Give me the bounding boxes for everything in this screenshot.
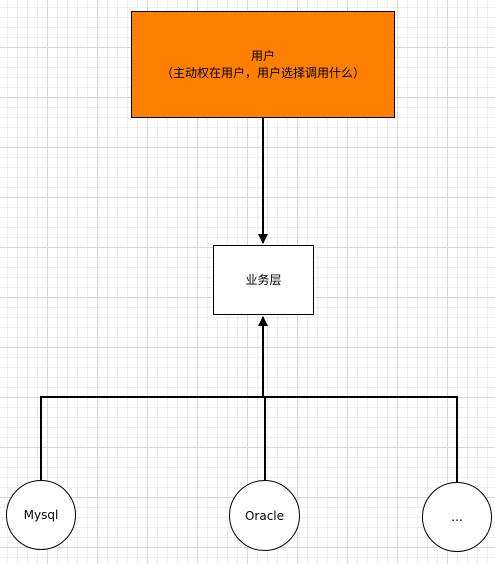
mysql-label: Mysql — [23, 508, 59, 522]
service-layer-label: 业务层 — [245, 272, 282, 287]
mysql-connector — [40, 396, 263, 480]
service-layer-node[interactable]: 业务层 — [213, 245, 314, 315]
mysql-node[interactable]: Mysql — [6, 480, 76, 550]
more-databases-label: ... — [451, 510, 463, 524]
more-connector — [263, 396, 458, 482]
user-node[interactable]: 用户 （主动权在用户，用户选择调用什么） — [131, 11, 395, 118]
oracle-node[interactable]: Oracle — [229, 480, 300, 551]
user-node-title: 用户 — [250, 48, 275, 63]
more-databases-node[interactable]: ... — [422, 482, 492, 552]
user-node-subtitle: （主动权在用户，用户选择调用什么） — [160, 65, 365, 80]
oracle-label: Oracle — [244, 508, 285, 523]
